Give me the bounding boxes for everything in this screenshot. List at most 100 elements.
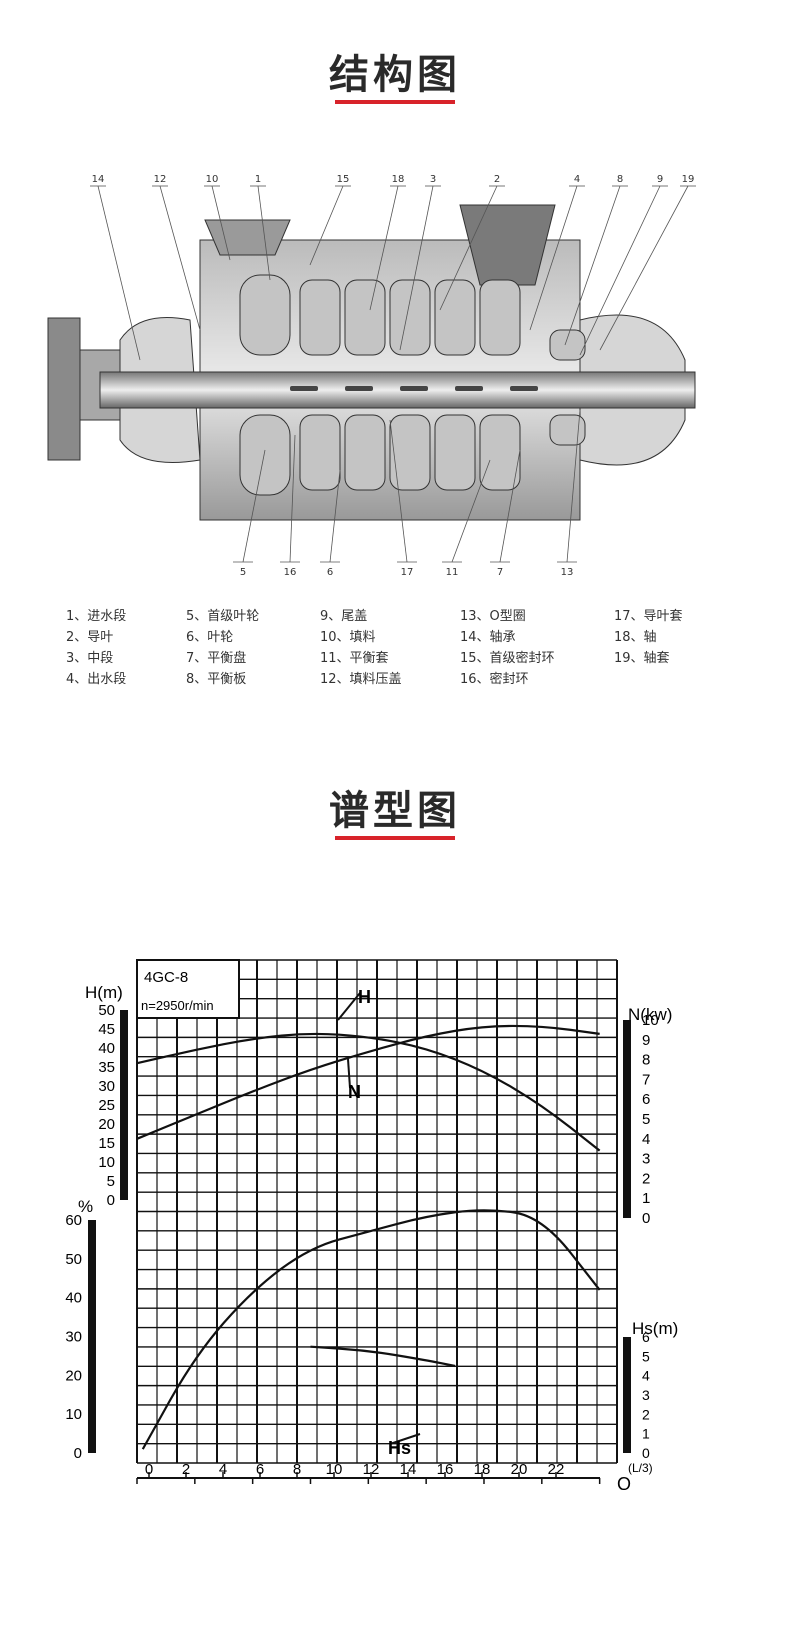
q-ls-tick-label: 10 xyxy=(326,1461,343,1478)
callout-label: 8 xyxy=(617,174,623,185)
legend-item: 14、轴承 xyxy=(460,630,516,645)
n-tick-label: 10 xyxy=(642,1012,659,1029)
callout-label: 18 xyxy=(392,174,405,185)
q-ls-tick-label: 0 xyxy=(145,1461,153,1478)
callout-label: 15 xyxy=(337,174,350,185)
coupling-disc xyxy=(47,317,81,461)
eff-tick-label: 40 xyxy=(65,1290,82,1307)
q-ls-tick-label: 20 xyxy=(511,1461,528,1478)
eff-tick-label: 0 xyxy=(74,1445,82,1462)
eff-axis-label: % xyxy=(78,1197,93,1216)
curve-h xyxy=(136,1032,601,1152)
h-tick-label: 15 xyxy=(98,1135,115,1152)
h-axis-label: H(m) xyxy=(85,983,123,1002)
h-tick-label: 5 xyxy=(107,1173,115,1190)
hs-tick-label: 3 xyxy=(642,1387,650,1403)
q-m3h-tick-label: 50 xyxy=(418,1489,435,1490)
n-tick-label: 4 xyxy=(642,1131,650,1148)
speed-label: n=2950r/min xyxy=(141,998,214,1013)
eff-tick-label: 60 xyxy=(65,1212,82,1229)
n-tick-label: 9 xyxy=(642,1032,650,1049)
legend-item: 4、出水段 xyxy=(66,672,127,687)
spectrum-title-underline xyxy=(335,836,455,840)
q-m3h-tick-label: 20 xyxy=(244,1489,261,1490)
eff-tick-label: 10 xyxy=(65,1406,82,1423)
legend-item: 12、填料压盖 xyxy=(320,672,402,687)
callout-leader xyxy=(599,185,689,351)
legend-col-3: 9、尾盖 10、填料 11、平衡套 12、填料压盖 xyxy=(320,606,402,690)
callout-leader xyxy=(529,185,578,331)
h-tick-label: 40 xyxy=(98,1040,115,1057)
h-tick-label: 50 xyxy=(98,1002,115,1019)
callout-leader xyxy=(389,419,408,563)
callout-leader xyxy=(499,449,521,563)
n-tick-label: 6 xyxy=(642,1091,650,1108)
q-ls-tick-label: 2 xyxy=(182,1461,190,1478)
h-tick-label: 20 xyxy=(98,1116,115,1133)
curve-label: N xyxy=(348,1082,361,1102)
model-box xyxy=(136,959,240,1019)
legend-item: 3、中段 xyxy=(66,651,114,666)
callout-leader xyxy=(451,459,491,563)
callout-leader xyxy=(399,185,434,351)
chart-grid xyxy=(136,959,618,1464)
legend-item: 6、叶轮 xyxy=(186,630,234,645)
q-ls-tick-label: 4 xyxy=(219,1461,227,1478)
legend-item: 7、平衡盘 xyxy=(186,651,247,666)
curve-hs xyxy=(310,1345,456,1368)
callout-label: 7 xyxy=(497,567,503,578)
q-ls-tick-label: 12 xyxy=(363,1461,380,1478)
legend-item: 15、首级密封环 xyxy=(460,651,555,666)
curve-label-leader xyxy=(347,1058,351,1089)
model-label: 4GC-8 xyxy=(144,969,188,986)
callout-label: 16 xyxy=(284,567,297,578)
q-m3h-tick-label: 80 xyxy=(591,1489,608,1490)
callout-leader xyxy=(289,434,296,563)
legend-item: 9、尾盖 xyxy=(320,609,368,624)
q-ls-tick-label: 6 xyxy=(256,1461,264,1478)
hs-tick-label: 5 xyxy=(642,1348,650,1364)
spectrum-title: 谱型图 xyxy=(329,788,461,834)
hs-tick-label: 6 xyxy=(642,1329,650,1345)
legend-item: 13、O型圈 xyxy=(460,609,526,624)
h-tick-label: 0 xyxy=(107,1192,115,1209)
h-tick-label: 45 xyxy=(98,1021,115,1038)
q-ls-tick-label: 8 xyxy=(293,1461,301,1478)
curve-efficiency xyxy=(141,1209,601,1450)
legend-col-1: 1、进水段 2、导叶 3、中段 4、出水段 xyxy=(66,606,126,690)
eff-tick-label: 50 xyxy=(65,1251,82,1268)
q-ls-tick-label: 14 xyxy=(400,1461,417,1478)
n-tick-label: 2 xyxy=(642,1170,650,1187)
eff-tick-label: 30 xyxy=(65,1329,82,1346)
callout-label: 1 xyxy=(255,174,261,185)
h-tick-label: 25 xyxy=(98,1097,115,1114)
n-axis-label: N(kw) xyxy=(628,1005,672,1024)
structure-title: 结构图 xyxy=(329,52,461,98)
structure-title-underline xyxy=(335,100,455,104)
callout-label: 2 xyxy=(494,174,500,185)
hs-tick-label: 2 xyxy=(642,1406,650,1422)
shaft-keyways xyxy=(290,386,538,391)
callout-label: 3 xyxy=(430,174,436,185)
legend-col-4: 13、O型圈 14、轴承 15、首级密封环 16、密封环 xyxy=(460,606,555,690)
callout-label: 11 xyxy=(446,567,459,578)
n-tick-label: 1 xyxy=(642,1190,650,1207)
legend-item: 17、导叶套 xyxy=(614,609,683,624)
legend-item: 8、平衡板 xyxy=(186,672,247,687)
legend-item: 2、导叶 xyxy=(66,630,114,645)
q-m3h-tick-label: 40 xyxy=(360,1489,377,1490)
callout-leader xyxy=(159,185,201,331)
legend-item: 10、填料 xyxy=(320,630,376,645)
legend-item: 19、轴套 xyxy=(614,651,670,666)
curve-n xyxy=(136,1024,600,1140)
q-m3h-tick-label: 30 xyxy=(302,1489,319,1490)
callout-label: 17 xyxy=(401,567,414,578)
legend-item: 1、进水段 xyxy=(66,609,127,624)
n-axis-bar xyxy=(623,1020,631,1218)
callout-label: 9 xyxy=(657,174,663,185)
n-tick-label: 7 xyxy=(642,1071,650,1088)
callout-leader xyxy=(564,185,621,346)
hs-tick-label: 0 xyxy=(642,1445,650,1461)
callout-leader xyxy=(579,185,661,356)
